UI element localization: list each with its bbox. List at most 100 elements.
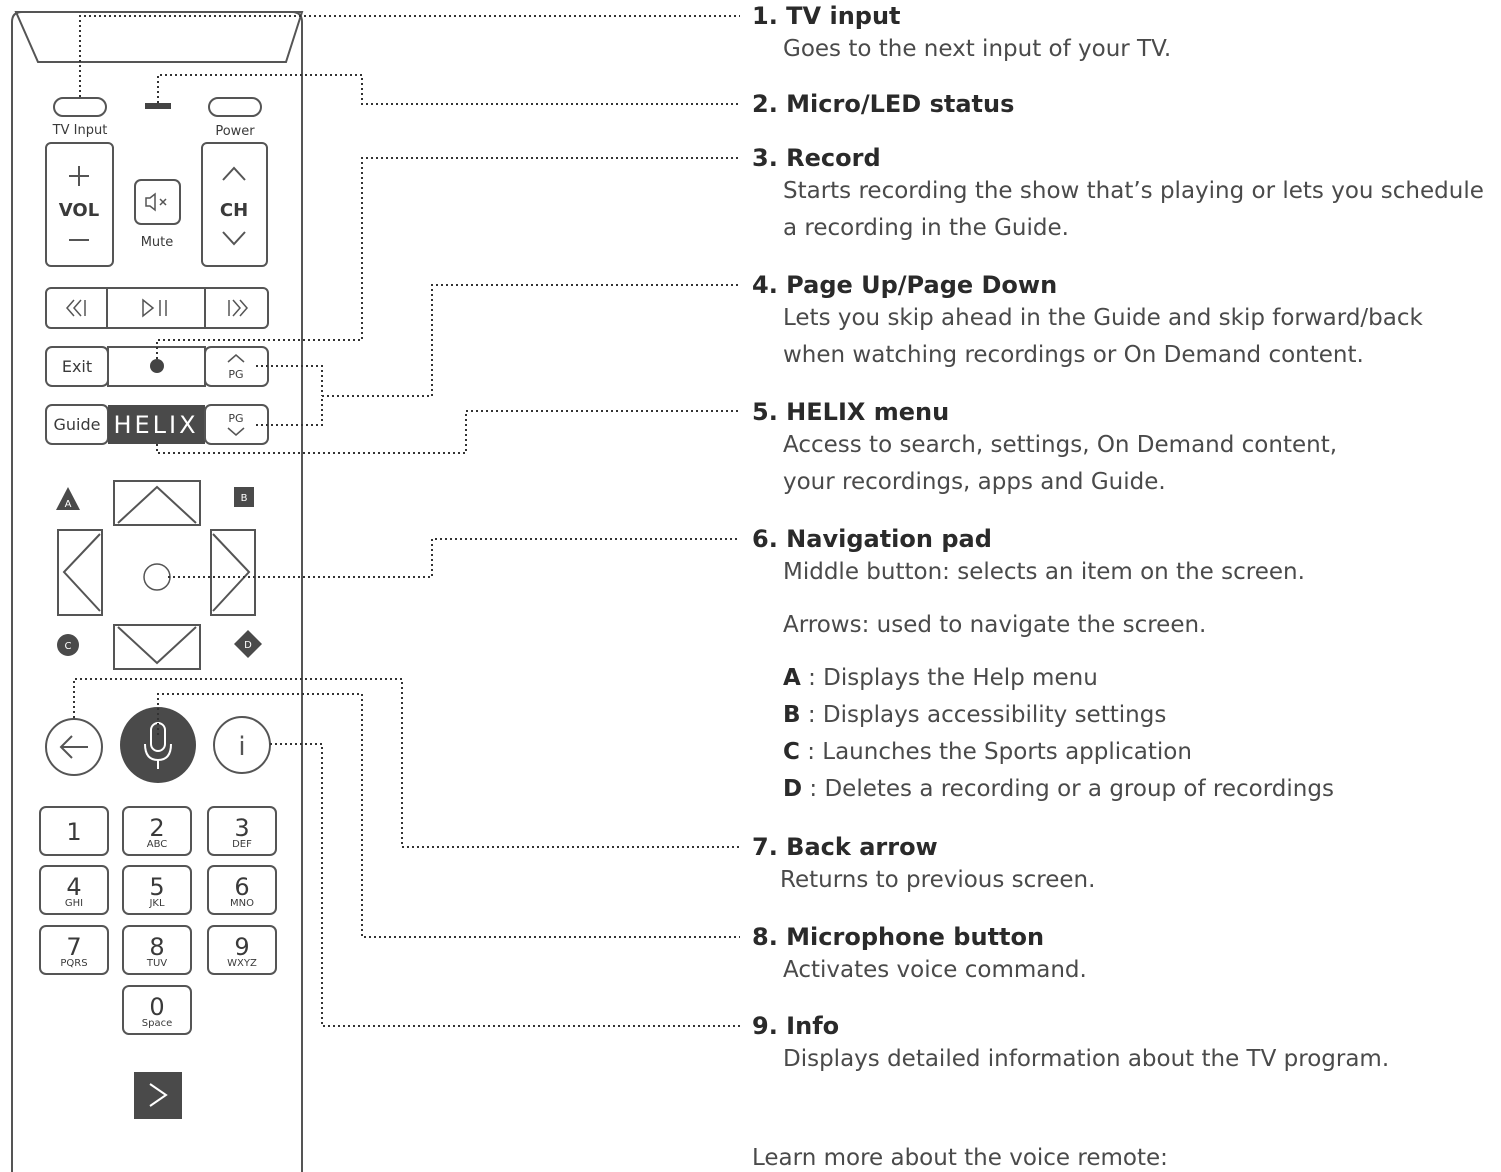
leader-7 — [73, 678, 740, 848]
back-arrow-icon — [59, 735, 88, 759]
key-c-button[interactable]: C — [57, 634, 79, 656]
key-b-button[interactable]: B — [234, 487, 254, 507]
callout-title: 5. HELIX menu — [752, 398, 950, 426]
leader-6 — [168, 538, 740, 578]
color-key-letter: A — [783, 665, 801, 691]
callout-leader-lines — [73, 15, 740, 1027]
keypad-letters: DEF — [232, 839, 252, 850]
record-icon — [150, 359, 164, 373]
callout-description: your recordings, apps and Guide. — [783, 469, 1166, 495]
remote-illustration: TV Input Power VOL Mute CH — [11, 11, 740, 1172]
keypad-digit: 0 — [149, 993, 164, 1021]
color-key-text: : Displays accessibility settings — [800, 702, 1167, 728]
fast-forward-icon — [228, 299, 248, 317]
leader-2 — [157, 74, 740, 105]
nav-select-button[interactable] — [143, 563, 171, 591]
color-key-letter: C — [783, 739, 800, 765]
power-button[interactable] — [208, 97, 262, 117]
learn-more-text: Learn more about the voice remote: — [752, 1145, 1168, 1171]
color-key-letter: D — [783, 776, 803, 802]
page-down-icon — [227, 427, 245, 436]
keypad-digit: 1 — [66, 818, 81, 846]
keypad-digit: 2 — [149, 814, 164, 842]
nav-left-icon — [62, 533, 101, 612]
mute-button[interactable] — [134, 179, 181, 225]
keypad-letters: WXYZ — [227, 958, 257, 969]
color-key-text: : Launches the Sports application — [799, 739, 1192, 765]
leader-5 — [156, 410, 740, 454]
nav-left-button[interactable] — [57, 529, 103, 616]
nav-right-button[interactable] — [210, 529, 256, 616]
callout-back-arrow: 7. Back arrow Returns to previous screen… — [752, 832, 1095, 899]
callout-description: Arrows: used to navigate the screen. — [783, 612, 1207, 638]
callout-title: 1. TV input — [752, 2, 901, 30]
key-a-label: A — [65, 499, 72, 510]
callout-led-status: 2. Micro/LED status — [752, 89, 1014, 119]
page-down-label: PG — [228, 412, 243, 425]
callout-title: 9. Info — [752, 1012, 840, 1040]
keypad-key-1[interactable]: 1 — [39, 806, 109, 856]
color-key-list: A : Displays the Help menu B : Displays … — [752, 660, 1334, 808]
chevron-right-icon — [149, 1083, 168, 1107]
fast-forward-button[interactable] — [206, 289, 267, 327]
transport-bar — [45, 287, 269, 329]
tv-input-label: TV Input — [52, 123, 108, 138]
back-button[interactable] — [45, 718, 103, 776]
callout-navigation-pad: 6. Navigation pad Middle button: selects… — [752, 524, 1334, 808]
helix-button[interactable] — [108, 405, 205, 444]
rewind-button[interactable] — [47, 289, 106, 327]
leader-9 — [270, 743, 740, 1027]
leader-1 — [79, 15, 740, 97]
keypad-digit: 9 — [234, 933, 249, 961]
color-key-text: : Deletes a recording or a group of reco… — [802, 776, 1334, 802]
color-key-letter: B — [783, 702, 801, 728]
led-status-indicator — [145, 103, 171, 109]
keypad-letters: JKL — [148, 898, 165, 909]
keypad-digit: 7 — [66, 933, 81, 961]
callout-record: 3. Record Starts recording the show that… — [752, 143, 1484, 247]
diamond-icon — [234, 630, 262, 658]
play-pause-icon — [142, 298, 167, 318]
callout-description: Displays detailed information about the … — [783, 1046, 1390, 1072]
leader-8 — [157, 693, 740, 938]
callout-description: Starts recording the show that’s playing… — [783, 178, 1484, 204]
circle-icon — [57, 634, 79, 656]
volume-rocker[interactable] — [45, 142, 114, 267]
next-button[interactable] — [134, 1072, 182, 1119]
key-d-label: D — [244, 640, 252, 651]
tv-input-button[interactable] — [53, 97, 107, 117]
play-pause-button[interactable] — [108, 289, 204, 327]
keypad-letters: Space — [142, 1018, 172, 1029]
info-icon: i — [238, 732, 245, 762]
volume-label: VOL — [59, 200, 99, 221]
keypad-digit: 6 — [234, 873, 249, 901]
callout-title: 7. Back arrow — [752, 833, 938, 861]
key-d-button[interactable]: D — [234, 630, 262, 658]
callout-helix-menu: 5. HELIX menu Access to search, settings… — [752, 397, 1337, 501]
callout-description: Access to search, settings, On Demand co… — [783, 432, 1338, 458]
keypad-letters: PQRS — [60, 958, 87, 969]
guide-label: Guide — [54, 415, 101, 434]
key-a-button[interactable]: A — [56, 487, 80, 510]
color-key-item: A : Displays the Help menu — [783, 660, 1334, 697]
channel-label: CH — [220, 200, 248, 221]
callout-title: 2. Micro/LED status — [752, 90, 1015, 118]
info-button[interactable]: i — [213, 716, 271, 774]
channel-rocker[interactable] — [201, 142, 268, 267]
square-icon — [234, 487, 254, 507]
keypad-letters: TUV — [146, 958, 167, 969]
nav-down-button[interactable] — [113, 624, 201, 670]
keypad-digit: 5 — [149, 873, 164, 901]
color-key-item: C : Launches the Sports application — [783, 734, 1334, 771]
callout-description: a recording in the Guide. — [783, 215, 1069, 241]
nav-up-button[interactable] — [113, 480, 201, 526]
